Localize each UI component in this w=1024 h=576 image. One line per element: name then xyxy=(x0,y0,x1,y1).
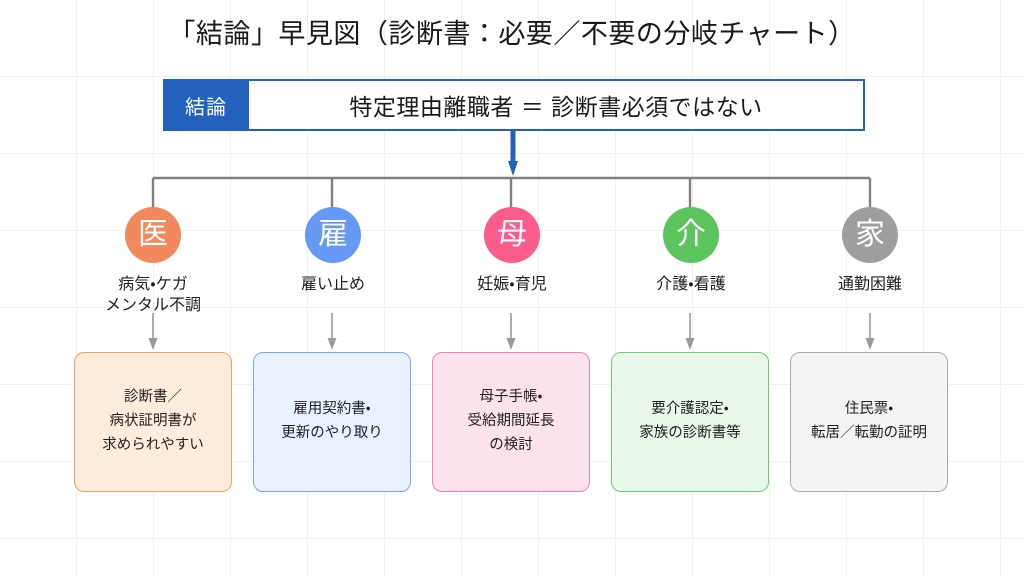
page-title: 「結論」早見図（診断書：必要／不要の分岐チャート） xyxy=(168,19,856,49)
branch-label-commute: 通勤困難 xyxy=(837,276,902,293)
outcome-box-employment[interactable]: 雇用契約書・ 更新のやり取り xyxy=(253,352,411,492)
branch-caregiving[interactable]: 介 介護・看護 xyxy=(596,207,786,295)
branch-employment[interactable]: 雇 雇い止め xyxy=(238,207,428,295)
conclusion-tag-label: 結論 xyxy=(163,79,249,131)
conclusion-banner: 結論 特定理由離職者 ＝ 診断書必須ではない xyxy=(163,79,865,131)
conclusion-statement: 特定理由離職者 ＝ 診断書必須ではない xyxy=(249,79,865,131)
outcome-box-commute[interactable]: 住民票・ 転居／転勤の証明 xyxy=(790,352,948,492)
branch-label-caregiving: 介護・看護 xyxy=(656,276,726,293)
branch-label-employment: 雇い止め xyxy=(300,276,365,293)
outcome-box-maternity[interactable]: 母子手帳・ 受給期間延長 の検討 xyxy=(432,352,590,492)
branch-label-maternity: 妊娠・育児 xyxy=(477,276,547,293)
branch-commute[interactable]: 家 通勤困難 xyxy=(775,207,965,295)
branch-label-medical: 病気・ケガ メンタル不調 xyxy=(104,276,201,315)
branch-icon-caregiving: 介 xyxy=(663,207,719,263)
outcome-box-caregiving[interactable]: 要介護認定・ 家族の診断書等 xyxy=(611,352,769,492)
branch-icon-maternity: 母 xyxy=(484,207,540,263)
banner-down-arrow-icon xyxy=(508,131,518,176)
outcome-box-medical[interactable]: 診断書／ 病状証明書が 求められやすい xyxy=(74,352,232,492)
branch-maternity[interactable]: 母 妊娠・育児 xyxy=(417,207,607,295)
branch-icon-medical: 医 xyxy=(125,207,181,263)
branch-medical[interactable]: 医 病気・ケガ メンタル不調 xyxy=(58,207,248,316)
branch-icon-employment: 雇 xyxy=(305,207,361,263)
branch-icon-commute: 家 xyxy=(842,207,898,263)
